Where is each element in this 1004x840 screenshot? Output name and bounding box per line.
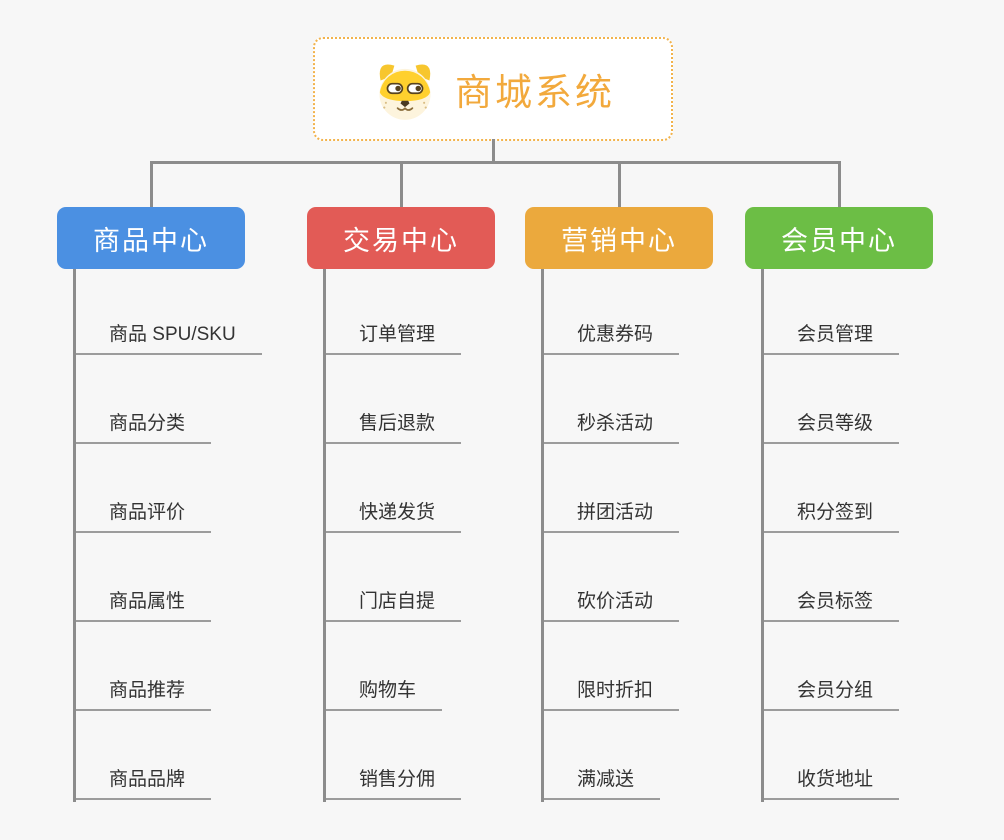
leaf-node-express-delivery[interactable]: 快递发货 (326, 491, 462, 533)
branch-column-product-center: 商品 SPU/SKU 商品分类 商品评价 商品属性 商品推荐 商品品牌 (73, 269, 321, 802)
root-node-mall-system[interactable]: 商城系统 (313, 37, 673, 141)
leaf-node-aftersale-refund[interactable]: 售后退款 (326, 402, 462, 444)
leaf-node-full-reduction[interactable]: 满减送 (544, 758, 661, 800)
connector-trunk (150, 161, 841, 164)
leaf-node-shopping-cart[interactable]: 购物车 (326, 669, 443, 711)
root-node-title: 商城系统 (455, 72, 615, 113)
connector-drop-trade-center (400, 161, 403, 208)
branch-header-marketing-center[interactable]: 营销中心 (525, 207, 713, 269)
leaf-node-product-attribute[interactable]: 商品属性 (76, 580, 212, 622)
leaf-node-member-tag[interactable]: 会员标签 (764, 580, 900, 622)
connector-drop-marketing-center (618, 161, 621, 208)
leaf-node-flash-sale[interactable]: 秒杀活动 (544, 402, 680, 444)
leaf-node-bargain-activity[interactable]: 砍价活动 (544, 580, 680, 622)
connector-drop-member-center (838, 161, 841, 208)
shiba-dog-icon (379, 64, 431, 120)
branch-header-trade-center[interactable]: 交易中心 (307, 207, 495, 269)
branch-header-member-center[interactable]: 会员中心 (745, 207, 933, 269)
branch-column-member-center: 会员管理 会员等级 积分签到 会员标签 会员分组 收货地址 (761, 269, 1004, 802)
leaf-node-order-management[interactable]: 订单管理 (326, 313, 462, 355)
leaf-node-product-review[interactable]: 商品评价 (76, 491, 212, 533)
leaf-node-group-buy[interactable]: 拼团活动 (544, 491, 680, 533)
leaf-node-points-checkin[interactable]: 积分签到 (764, 491, 900, 533)
connector-root-drop (492, 139, 495, 164)
leaf-node-shipping-address[interactable]: 收货地址 (764, 758, 900, 800)
leaf-node-sales-commission[interactable]: 销售分佣 (326, 758, 462, 800)
leaf-node-product-recommend[interactable]: 商品推荐 (76, 669, 212, 711)
branch-column-marketing-center: 优惠券码 秒杀活动 拼团活动 砍价活动 限时折扣 满减送 (541, 269, 789, 802)
leaf-node-member-level[interactable]: 会员等级 (764, 402, 900, 444)
leaf-node-product-spu-sku[interactable]: 商品 SPU/SKU (76, 313, 262, 355)
leaf-node-product-category[interactable]: 商品分类 (76, 402, 212, 444)
leaf-node-product-brand[interactable]: 商品品牌 (76, 758, 212, 800)
leaf-node-coupon-code[interactable]: 优惠券码 (544, 313, 680, 355)
leaf-node-member-management[interactable]: 会员管理 (764, 313, 900, 355)
branch-header-product-center[interactable]: 商品中心 (57, 207, 245, 269)
connector-drop-product-center (150, 161, 153, 208)
leaf-node-limited-discount[interactable]: 限时折扣 (544, 669, 680, 711)
leaf-node-member-group[interactable]: 会员分组 (764, 669, 900, 711)
branch-column-trade-center: 订单管理 售后退款 快递发货 门店自提 购物车 销售分佣 (323, 269, 571, 802)
leaf-node-store-pickup[interactable]: 门店自提 (326, 580, 462, 622)
